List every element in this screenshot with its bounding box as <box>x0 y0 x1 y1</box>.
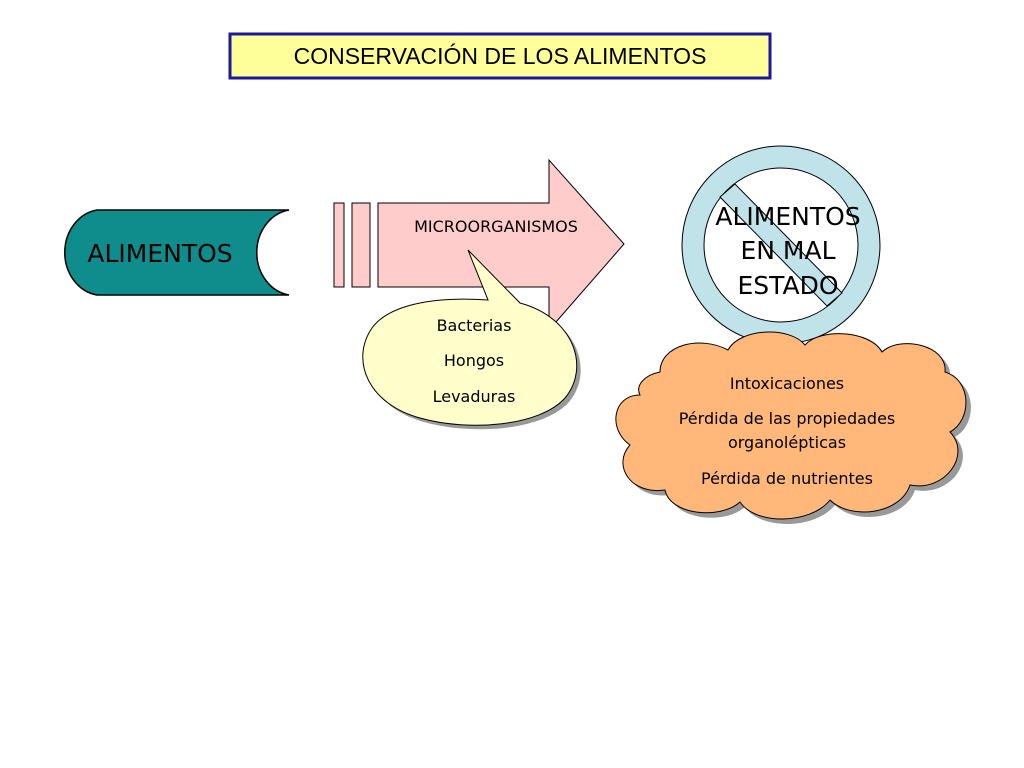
microorganism-item: Hongos <box>444 351 504 370</box>
microorganisms-arrow: MICROORGANISMOS <box>333 158 625 332</box>
consequence-item: Pérdida de nutrientes <box>701 469 873 488</box>
page-title: CONSERVACIÓN DE LOS ALIMENTOS <box>294 43 707 69</box>
spoiled-label: EN MAL <box>740 236 835 265</box>
arrow-stripe <box>351 202 371 288</box>
spoiled-label: ESTADO <box>737 271 838 300</box>
arrow-label: MICROORGANISMOS <box>414 217 578 236</box>
consequence-item: Pérdida de las propiedades <box>679 409 896 428</box>
consequence-item: organolépticas <box>728 433 846 452</box>
food-shape: ALIMENTOS <box>64 209 290 296</box>
arrow-stripe <box>333 202 345 288</box>
microorganism-item: Levaduras <box>433 387 516 406</box>
consequence-item: Intoxicaciones <box>730 374 844 393</box>
consequences-cloud: Intoxicaciones Pérdida de las propiedade… <box>615 331 971 525</box>
prohibition-sign: ALIMENTOS EN MAL ESTADO <box>681 145 881 345</box>
microorganism-item: Bacterias <box>437 316 512 335</box>
spoiled-label: ALIMENTOS <box>715 202 860 231</box>
microorganisms-callout: Bacterias Hongos Levaduras <box>362 249 581 430</box>
title-box: CONSERVACIÓN DE LOS ALIMENTOS <box>228 32 772 80</box>
food-label: ALIMENTOS <box>87 239 232 268</box>
